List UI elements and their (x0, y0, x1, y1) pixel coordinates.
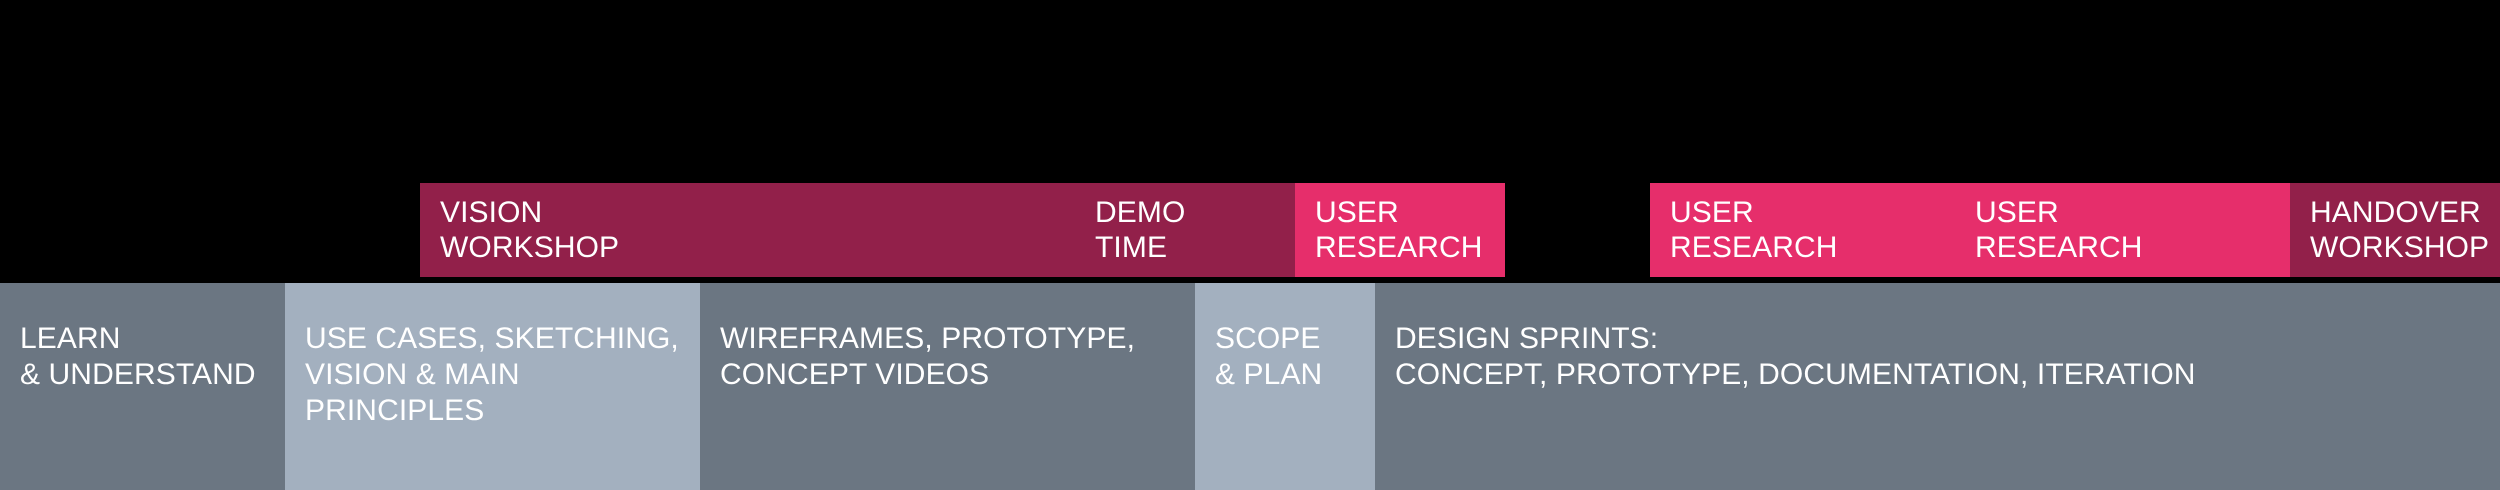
phase-block[interactable]: LEARN & UNDERSTAND (0, 283, 285, 490)
milestone-label: DEMO TIME (1095, 196, 1186, 264)
phase-label: WIREFRAMES, PROTOTYPE, CONCEPT VIDEOS (720, 322, 1136, 391)
milestone-block[interactable]: USER RESEARCH (1295, 183, 1505, 277)
phase-label: SCOPE & PLAN (1215, 322, 1323, 391)
phase-block[interactable]: DESIGN SPRINTS: CONCEPT, PROTOTYPE, DOCU… (1375, 283, 2500, 490)
milestone-label: VISION WORKSHOP (440, 196, 620, 264)
milestone-label: USER RESEARCH (1315, 196, 1483, 264)
milestone-label: USER RESEARCH (1670, 196, 1838, 264)
phase-label: LEARN & UNDERSTAND (20, 322, 256, 391)
phase-block[interactable]: USE CASES, SKETCHING, VISION & MAIN PRIN… (285, 283, 700, 490)
milestone-block[interactable]: HANDOVER WORKSHOP (2290, 183, 2500, 277)
milestone-block[interactable]: VISION WORKSHOP DEMO TIME (420, 183, 1295, 277)
phase-row: LEARN & UNDERSTAND USE CASES, SKETCHING, … (0, 283, 2500, 490)
milestone-label: HANDOVER WORKSHOP (2310, 196, 2490, 264)
milestone-label: USER RESEARCH (1975, 196, 2143, 264)
phase-block[interactable]: WIREFRAMES, PROTOTYPE, CONCEPT VIDEOS (700, 283, 1195, 490)
phase-label: USE CASES, SKETCHING, VISION & MAIN PRIN… (305, 322, 679, 427)
phase-block[interactable]: SCOPE & PLAN (1195, 283, 1375, 490)
milestone-block[interactable]: USER RESEARCH USER RESEARCH (1650, 183, 2290, 277)
phase-label: DESIGN SPRINTS: CONCEPT, PROTOTYPE, DOCU… (1395, 322, 2196, 391)
